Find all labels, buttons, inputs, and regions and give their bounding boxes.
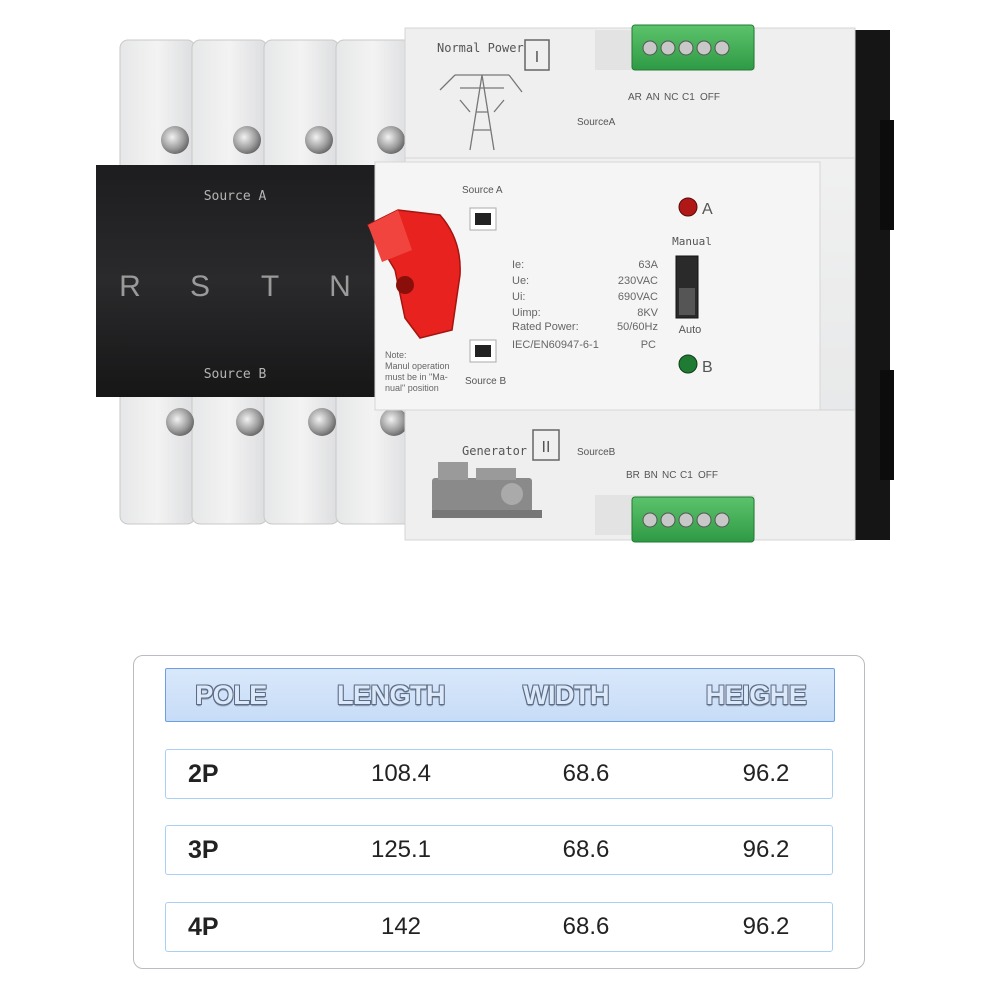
power-tower-icon bbox=[439, 74, 523, 151]
screw-icon bbox=[308, 408, 336, 436]
dimension-table: POLE LENGTH WIDTH HEIGHE 2P 108.4 68.6 9… bbox=[133, 655, 865, 969]
window-a-label: Source A bbox=[462, 185, 503, 196]
cell-pole: 2P bbox=[188, 760, 219, 788]
spec-value: 8KV bbox=[637, 307, 658, 319]
terminal-block-b bbox=[631, 496, 755, 543]
table-row: 4P 142 68.6 96.2 bbox=[165, 902, 833, 952]
indicator-b-led bbox=[678, 354, 698, 374]
transfer-switch-illustration: Normal Power I SourceA AR AN NC C1 OFF G… bbox=[96, 24, 894, 543]
source-a-label: SourceA bbox=[577, 117, 616, 128]
screw-icon bbox=[166, 408, 194, 436]
terminal-label-a: AN bbox=[646, 92, 660, 103]
panel-source-b: Source B bbox=[204, 367, 267, 382]
spec-key: Ie: bbox=[512, 259, 524, 271]
cell-width: 68.6 bbox=[562, 913, 610, 940]
cell-height: 96.2 bbox=[742, 836, 790, 863]
spec-value: PC bbox=[641, 339, 656, 351]
cell-length: 125.1 bbox=[370, 836, 432, 863]
terminal-label-b: NC bbox=[662, 470, 676, 481]
screw-icon bbox=[377, 126, 405, 154]
window-b bbox=[475, 345, 491, 357]
indicator-a-led bbox=[678, 197, 698, 217]
spec-value: 63A bbox=[638, 259, 658, 271]
table-row: 2P 108.4 68.6 96.2 bbox=[165, 749, 833, 799]
screw-icon bbox=[233, 126, 261, 154]
note-line: Note: bbox=[385, 350, 407, 360]
section-a-title: Normal Power bbox=[437, 41, 524, 55]
spec-value: 690VAC bbox=[618, 291, 658, 303]
cell-length: 142 bbox=[380, 913, 422, 940]
section-b-numeral: II bbox=[542, 439, 551, 456]
cell-pole: 3P bbox=[188, 836, 219, 864]
cell-width: 68.6 bbox=[562, 760, 610, 787]
window-b-label: Source B bbox=[465, 376, 506, 387]
header-width: WIDTH bbox=[523, 680, 609, 710]
screw-icon bbox=[305, 126, 333, 154]
cell-length: 108.4 bbox=[370, 760, 432, 787]
note-line: nual" position bbox=[385, 383, 439, 393]
terminal-label-a: C1 bbox=[682, 92, 695, 103]
spec-value: 50/60Hz bbox=[617, 321, 658, 333]
handle-panel bbox=[96, 165, 396, 397]
terminal-label-b: OFF bbox=[698, 470, 718, 481]
indicator-a-label: A bbox=[702, 201, 713, 218]
cell-pole: 4P bbox=[188, 913, 219, 941]
screw-icon bbox=[161, 126, 189, 154]
header-pole: POLE bbox=[195, 680, 267, 710]
panel-source-a: Source A bbox=[204, 189, 267, 204]
window-a bbox=[475, 213, 491, 225]
table-header: POLE LENGTH WIDTH HEIGHE bbox=[165, 668, 835, 722]
spec-key: Uimp: bbox=[512, 307, 541, 319]
spec-value: 230VAC bbox=[618, 275, 658, 287]
section-a-numeral: I bbox=[535, 49, 539, 66]
indicator-b-label: B bbox=[702, 359, 713, 376]
spec-key: Ue: bbox=[512, 275, 529, 287]
terminal-label-b: BR bbox=[626, 470, 640, 481]
transfer-switch-photo: Normal Power I SourceA AR AN NC C1 OFF G… bbox=[96, 24, 894, 543]
source-b-label: SourceB bbox=[577, 447, 616, 458]
terminal-block-a bbox=[631, 24, 755, 71]
switch-manual-label: Manual bbox=[672, 235, 712, 248]
terminal-label-a: OFF bbox=[700, 92, 720, 103]
cell-height: 96.2 bbox=[742, 913, 790, 940]
section-b-title: Generator bbox=[462, 444, 527, 458]
header-length: LENGTH bbox=[337, 680, 446, 710]
terminal-label-a: NC bbox=[664, 92, 678, 103]
spec-key: IEC/EN60947-6-1 bbox=[512, 339, 599, 351]
phase-label: R bbox=[119, 270, 141, 303]
phase-label: N bbox=[329, 270, 351, 303]
note-line: must be in "Ma- bbox=[385, 372, 448, 382]
screw-icon bbox=[380, 408, 408, 436]
cell-width: 68.6 bbox=[562, 836, 610, 863]
generator-icon bbox=[432, 462, 542, 518]
phase-label: T bbox=[261, 270, 279, 303]
screw-icon bbox=[236, 408, 264, 436]
switch-auto-label: Auto bbox=[679, 324, 702, 336]
manual-handle[interactable] bbox=[366, 209, 461, 339]
note-line: Manul operation bbox=[385, 361, 450, 371]
phase-label: S bbox=[190, 270, 210, 303]
table-row: 3P 125.1 68.6 96.2 bbox=[165, 825, 833, 875]
spec-key: Ui: bbox=[512, 291, 525, 303]
terminal-label-b: BN bbox=[644, 470, 658, 481]
header-height: HEIGHE bbox=[705, 680, 807, 710]
terminal-label-b: C1 bbox=[680, 470, 693, 481]
spec-key: Rated Power: bbox=[512, 321, 579, 333]
terminal-label-a: AR bbox=[628, 92, 642, 103]
cell-height: 96.2 bbox=[742, 760, 790, 787]
